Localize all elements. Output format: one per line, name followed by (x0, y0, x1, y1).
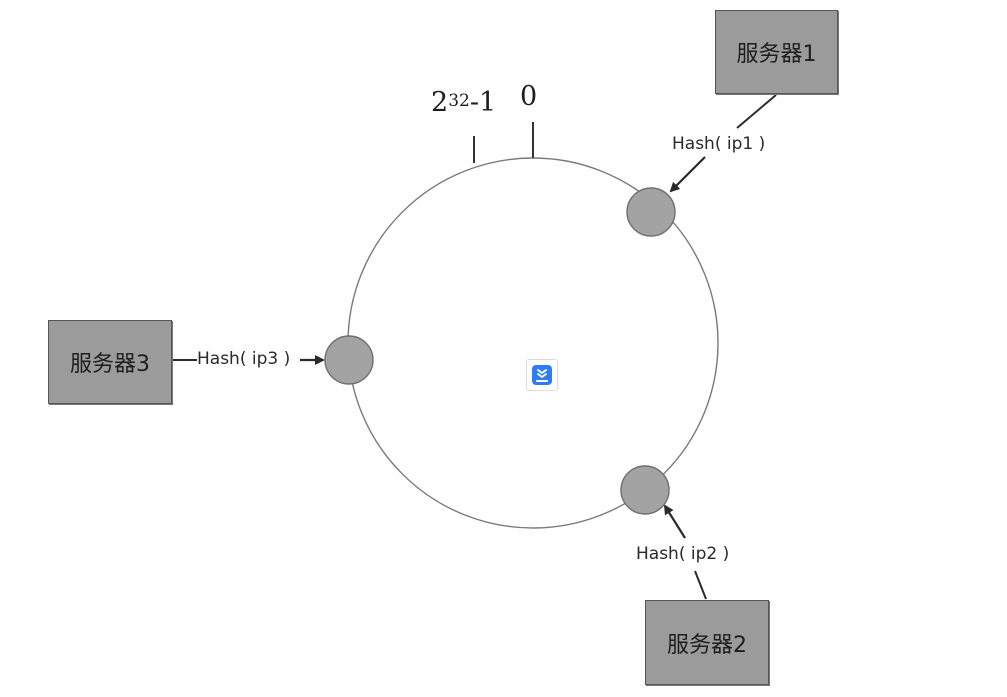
server2-connector (694, 570, 707, 600)
server-1-box: 服务器1 (715, 10, 838, 94)
hash-label-ip3: Hash( ip3 ) (197, 349, 293, 369)
server1-connector (736, 94, 777, 129)
app-logo-glyph (532, 365, 552, 385)
ring-max-exponent: 32 (448, 91, 470, 111)
ring-zero-label: 0 (520, 81, 538, 112)
hash-label-ip2: Hash( ip2 ) (636, 544, 730, 564)
app-logo-icon[interactable] (526, 359, 558, 391)
ring-max-label: 232-1 (431, 88, 496, 118)
node-server2 (620, 465, 670, 515)
server1-arrow (669, 156, 706, 193)
ring-max-base: 2 (431, 87, 449, 118)
server-2-box: 服务器2 (645, 600, 769, 685)
node-server1 (626, 187, 676, 237)
node-server3 (324, 335, 374, 385)
ring-max-suffix: -1 (469, 87, 497, 118)
server-3-box: 服务器3 (48, 320, 172, 404)
hash-label-ip1: Hash( ip1 ) (672, 134, 766, 154)
server2-arrow (663, 504, 686, 539)
